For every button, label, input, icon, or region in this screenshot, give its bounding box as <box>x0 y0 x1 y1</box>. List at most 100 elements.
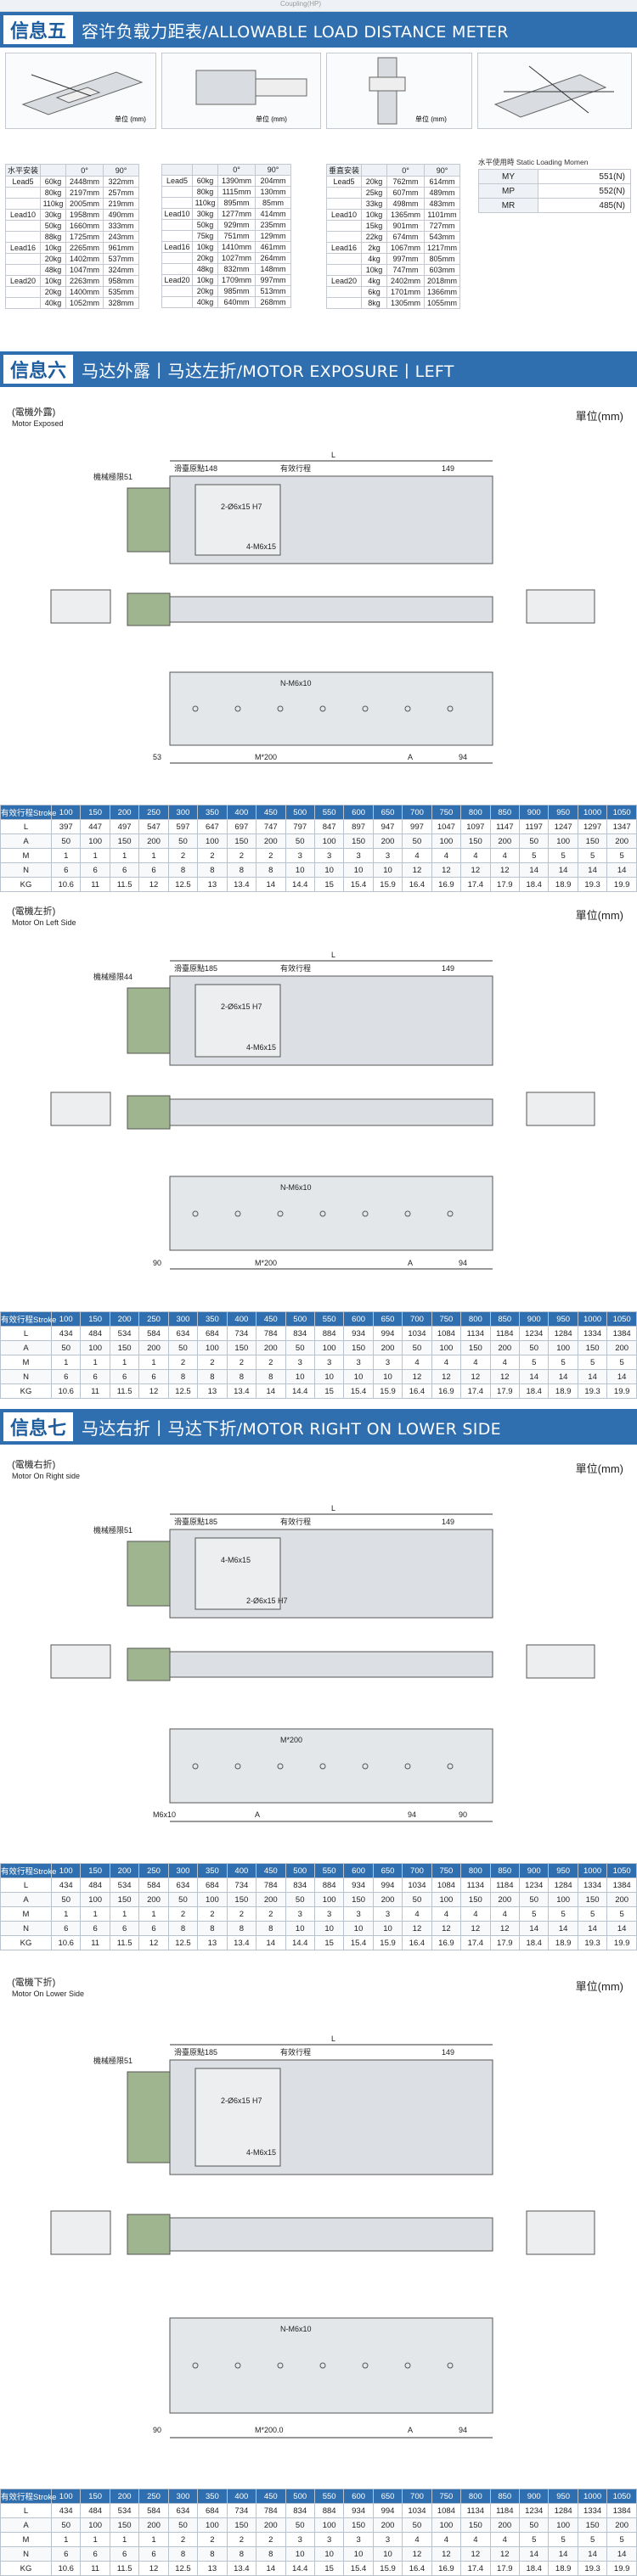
motor-block <box>127 987 171 1054</box>
mount-hole <box>192 1210 199 1217</box>
mount-hole <box>192 2362 199 2369</box>
svg-text:单位 (mm): 单位 (mm) <box>415 115 447 123</box>
dim-94: 94 <box>459 2426 467 2434</box>
dim-94: 90 <box>459 1810 467 1819</box>
mount-hole <box>362 1763 369 1770</box>
dim-stroke: 有效行程 <box>280 463 311 473</box>
svg-text:单位 (mm): 单位 (mm) <box>256 115 287 123</box>
dim-home: 滑臺原點185 <box>174 963 217 973</box>
end-view-right <box>526 589 595 624</box>
section-number: 信息七 <box>3 1412 74 1441</box>
mount-hole <box>192 705 199 712</box>
dim-start: 90 <box>153 1259 161 1267</box>
dim-screw: 4-M6x15 <box>246 2148 276 2157</box>
mount-hole <box>319 2362 326 2369</box>
dim-A: A <box>408 2426 413 2434</box>
unit-label: 單位(mm) <box>575 1980 623 1993</box>
section-title: 马达外露丨马达左折/MOTOR EXPOSURE丨LEFT <box>82 360 454 381</box>
moment-diagram <box>493 65 614 118</box>
dim-M: A <box>255 1810 260 1819</box>
section-6-banner: 信息六 马达外露丨马达左折/MOTOR EXPOSURE丨LEFT <box>0 351 637 387</box>
dim-screw: 2-Ø6x15 H7 <box>246 1597 288 1605</box>
unit-label: 單位(mm) <box>575 909 623 922</box>
dim-L: L <box>331 451 335 459</box>
load-figure-vertical: 单位 (mm) <box>326 53 472 129</box>
svg-text:单位 (mm): 单位 (mm) <box>115 115 146 123</box>
body-bottom-view <box>169 2317 493 2414</box>
slider-block <box>194 984 281 1058</box>
dim-N: N-M6x10 <box>280 1183 312 1192</box>
dim-L: L <box>331 1504 335 1512</box>
mount-hole <box>362 1210 369 1217</box>
dim-M: M*200 <box>255 1259 277 1267</box>
end-view-left <box>50 1092 111 1126</box>
mount-hole <box>404 1210 411 1217</box>
dim-A: 94 <box>408 1810 416 1819</box>
dim-149: 149 <box>442 964 454 973</box>
dim-N: N-M6x10 <box>280 2325 312 2333</box>
mount-hole <box>319 705 326 712</box>
side-mount-diagram: 单位 (mm) <box>195 70 307 123</box>
mount-hole <box>234 2362 241 2369</box>
dim-screw: 4-M6x15 <box>246 1043 276 1052</box>
slider-block <box>194 484 281 556</box>
end-view-right <box>526 1092 595 1126</box>
dim-limit: 機械極限51 <box>93 2056 132 2065</box>
mount-type: 水平安装 <box>4 164 42 177</box>
mount-hole <box>447 705 454 712</box>
motor-side <box>127 1647 171 1681</box>
motor-side <box>127 592 171 626</box>
load-figure-side: 单位 (mm) <box>161 53 321 129</box>
slider-block <box>194 1537 281 1610</box>
dim-M: M*200.0 <box>255 2426 284 2434</box>
dim-screw: 4-M6x15 <box>246 542 276 551</box>
mount-hole <box>319 1210 326 1217</box>
dim-home: 滑臺原點148 <box>174 463 217 473</box>
mount-hole <box>192 1763 199 1770</box>
mount-hole <box>447 1763 454 1770</box>
unit-label: 單位(mm) <box>575 410 623 423</box>
dim-149: 149 <box>442 1518 454 1526</box>
dim-pin: 2-Ø6x15 H7 <box>221 1002 262 1011</box>
motor-block <box>127 1541 171 1607</box>
